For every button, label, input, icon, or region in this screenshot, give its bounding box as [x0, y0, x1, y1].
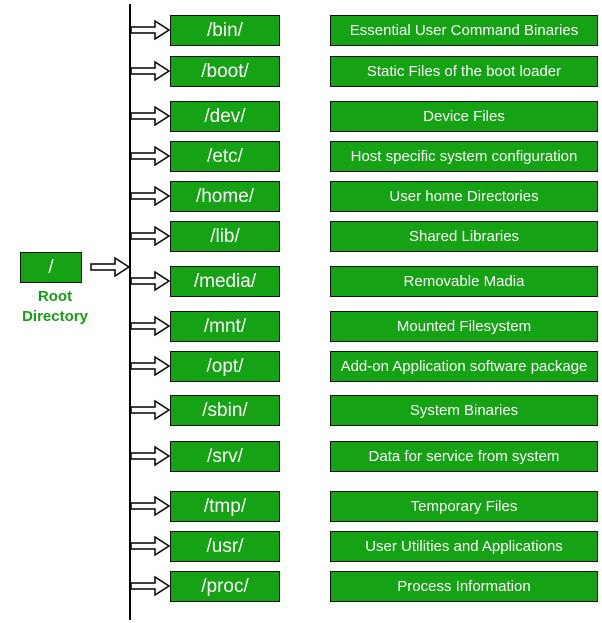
directory-box: /boot/	[170, 56, 280, 87]
directory-description-box: User Utilities and Applications	[330, 531, 598, 562]
directory-box: /bin/	[170, 15, 280, 46]
directory-box: /mnt/	[170, 311, 280, 342]
root-arrow-icon	[90, 256, 131, 278]
directory-description: Essential User Command Binaries	[349, 22, 579, 39]
directory-box: /lib/	[170, 221, 280, 252]
directory-box: /media/	[170, 266, 280, 297]
branch-arrow-icon	[130, 145, 171, 167]
directory-name: /bin/	[207, 19, 243, 41]
directory-description: Temporary Files	[410, 498, 518, 515]
directory-description: Static Files of the boot loader	[366, 63, 562, 80]
branch-arrow-icon	[130, 355, 171, 377]
directory-description: Host specific system configuration	[350, 148, 578, 165]
branch-arrow-icon	[130, 105, 171, 127]
directory-description-box: Static Files of the boot loader	[330, 56, 598, 87]
directory-box: /dev/	[170, 101, 280, 132]
root-directory-box: /	[20, 252, 82, 283]
directory-box: /sbin/	[170, 395, 280, 426]
directory-name: /home/	[195, 185, 255, 207]
directory-description-box: Process Information	[330, 571, 598, 602]
directory-description: System Binaries	[409, 402, 519, 419]
directory-name: /sbin/	[202, 399, 248, 421]
branch-arrow-icon	[130, 575, 171, 597]
directory-name: /etc/	[207, 145, 243, 167]
root-caption-line1: Root	[37, 288, 73, 305]
directory-name: /tmp/	[203, 495, 247, 517]
directory-description: User Utilities and Applications	[365, 538, 563, 555]
directory-box: /etc/	[170, 141, 280, 172]
directory-box: /usr/	[170, 531, 280, 562]
directory-description: Add-on Application software package	[340, 358, 588, 375]
directory-box: /proc/	[170, 571, 280, 602]
directory-description-box: Mounted Filesystem	[330, 311, 598, 342]
directory-description: User home Directories	[389, 188, 539, 205]
directory-name: /mnt/	[203, 315, 247, 337]
branch-arrow-icon	[130, 225, 171, 247]
directory-name: /srv/	[207, 445, 243, 467]
directory-description: Shared Libraries	[408, 228, 520, 245]
branch-arrow-icon	[130, 60, 171, 82]
directory-description-box: Data for service from system	[330, 441, 598, 472]
directory-description-box: Removable Madia	[330, 266, 598, 297]
directory-description-box: Essential User Command Binaries	[330, 15, 598, 46]
branch-arrow-icon	[130, 399, 171, 421]
branch-arrow-icon	[130, 315, 171, 337]
root-directory-label: /	[48, 256, 54, 278]
directory-box: /srv/	[170, 441, 280, 472]
branch-arrow-icon	[130, 19, 171, 41]
directory-description: Mounted Filesystem	[396, 318, 532, 335]
directory-box: /opt/	[170, 351, 280, 382]
directory-description-box: Host specific system configuration	[330, 141, 598, 172]
directory-description-box: Add-on Application software package	[330, 351, 598, 382]
directory-description-box: System Binaries	[330, 395, 598, 426]
branch-arrow-icon	[130, 495, 171, 517]
branch-arrow-icon	[130, 185, 171, 207]
directory-description-box: Device Files	[330, 101, 598, 132]
branch-arrow-icon	[130, 535, 171, 557]
directory-name: /media/	[193, 270, 257, 292]
directory-description-box: Shared Libraries	[330, 221, 598, 252]
directory-name: /dev/	[204, 105, 246, 127]
directory-name: /proc/	[201, 575, 249, 597]
directory-name: /opt/	[206, 355, 244, 377]
directory-description: Process Information	[397, 578, 531, 595]
directory-description: Device Files	[423, 108, 505, 125]
directory-description: Data for service from system	[368, 448, 560, 465]
directory-box: /tmp/	[170, 491, 280, 522]
directory-description: Removable Madia	[403, 273, 525, 290]
directory-name: /usr/	[206, 535, 244, 557]
directory-box: /home/	[170, 181, 280, 212]
branch-arrow-icon	[130, 445, 171, 467]
directory-description-box: Temporary Files	[330, 491, 598, 522]
branch-arrow-icon	[130, 270, 171, 292]
root-caption-line2: Directory	[22, 308, 88, 325]
directory-name: /lib/	[210, 225, 240, 247]
directory-description-box: User home Directories	[330, 181, 598, 212]
directory-name: /boot/	[201, 60, 249, 82]
